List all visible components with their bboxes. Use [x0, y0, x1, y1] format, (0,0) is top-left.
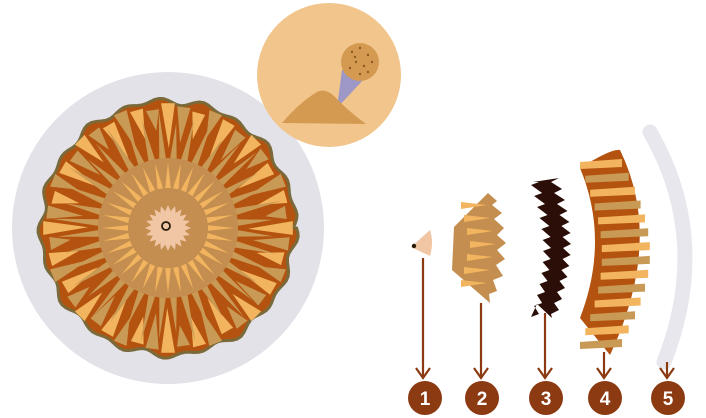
grain-dot [367, 54, 369, 56]
layer4-band [580, 339, 622, 349]
badge-label: 5 [663, 389, 674, 410]
grain-dot [351, 51, 353, 53]
grain-dot [354, 56, 356, 58]
layer-2-piece [452, 193, 506, 303]
badge-1: 1 [408, 381, 442, 415]
badge-3: 3 [529, 381, 563, 415]
grain-dot [349, 67, 351, 69]
badge-label: 1 [420, 389, 431, 410]
badge-label: 3 [541, 389, 552, 410]
badge-label: 2 [477, 389, 488, 410]
layer-1-piece [411, 230, 432, 256]
down-arrow-icon [416, 258, 430, 378]
sand-grain-magnifier-icon [257, 3, 401, 147]
inner-zone-fragment [452, 193, 506, 303]
core-fragment-dot [412, 244, 416, 248]
pale-rind [650, 132, 685, 362]
down-arrow-icon [538, 313, 552, 378]
badge-2: 2 [465, 381, 499, 415]
layer-4-piece [580, 150, 650, 355]
grain-dot [355, 61, 357, 63]
down-arrow-icon [474, 303, 488, 378]
grain-dot [371, 61, 373, 63]
badge-4: 4 [588, 381, 622, 415]
badge-label: 4 [600, 389, 611, 410]
black-layer [531, 178, 571, 318]
grain-dot [359, 47, 361, 49]
grain-dot [359, 73, 361, 75]
layer-3-piece [531, 178, 571, 318]
inset-circle [257, 3, 401, 147]
badge-5: 5 [651, 381, 685, 415]
grain-dot [367, 71, 369, 73]
down-arrow-icon [597, 352, 611, 378]
core-fragment [411, 230, 432, 256]
layer-5-piece [650, 132, 685, 362]
grain-dot [363, 65, 365, 67]
